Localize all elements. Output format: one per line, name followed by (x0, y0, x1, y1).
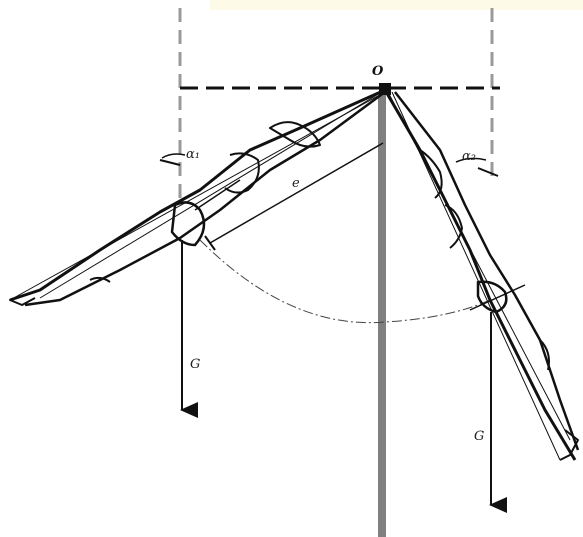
swing-arc (199, 239, 491, 324)
pivot-point (379, 83, 391, 95)
central-pole (378, 92, 386, 537)
alpha-right-label: α₂ (462, 149, 476, 164)
arm-length-label: e (292, 176, 300, 191)
weight-right-label: G (474, 429, 484, 444)
top-tint-band (210, 0, 583, 10)
alpha-right-mark (455, 157, 499, 177)
pivot-label: O (372, 64, 384, 79)
alpha-left-mark (159, 153, 186, 166)
arm-length-line (204, 142, 384, 251)
alpha-left-label: α₁ (186, 147, 200, 162)
right-leg (383, 89, 580, 461)
left-leg (9, 88, 386, 307)
weight-left-label: G (190, 357, 200, 372)
